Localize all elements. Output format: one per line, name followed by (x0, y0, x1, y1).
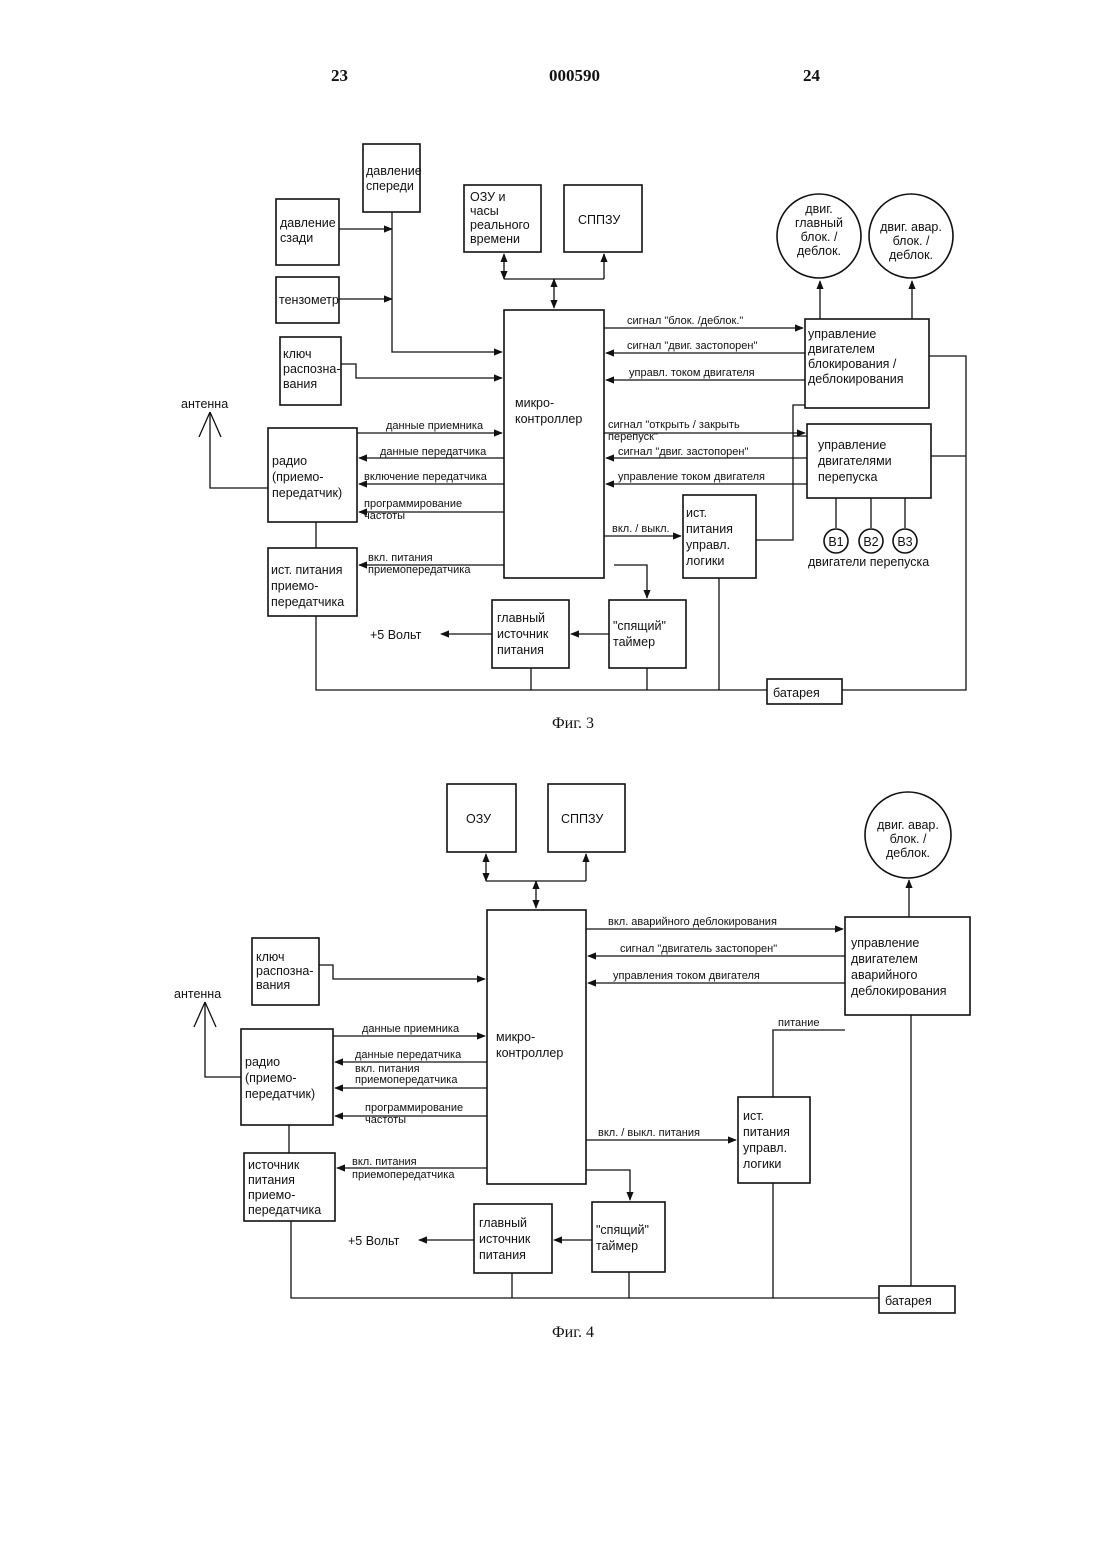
bypass-motor-b3: B3 (893, 529, 917, 553)
svg-text:B1: B1 (828, 535, 843, 549)
figure-3-caption: Фиг. 3 (552, 715, 594, 732)
svg-text:давлениеспереди: давлениеспереди (366, 164, 422, 193)
ram-clock-box: ОЗУ ичасыреальноговремени (464, 185, 541, 252)
signal-transceiver-power: вкл. питанияприемопередатчика (368, 552, 471, 576)
signal-freq-programming: программированиечастоты (364, 498, 462, 522)
recognition-key: ключраспозна-вания (252, 938, 319, 1005)
signal-motor-current: управл. током двигателя (629, 367, 755, 379)
signal-motor-stalled-2: сигнал "двиг. застопорен" (618, 446, 748, 458)
microcontroller: микро-контроллер (504, 310, 604, 578)
battery: батарея (767, 679, 842, 704)
signal-emergency-unlock: вкл. аварийного деблокирования (608, 916, 777, 928)
bypass-motor-b1: B1 (824, 529, 848, 553)
signal-rx-data: данные приемника (362, 1023, 460, 1035)
bypass-motor-control: управлениедвигателямиперепуска (807, 424, 931, 498)
radio-transceiver: радио(приемо-передатчик) (268, 428, 357, 522)
emergency-motor-circle: двиг. авар.блок. /деблок. (869, 194, 953, 278)
svg-text:СППЗУ: СППЗУ (578, 213, 620, 227)
transceiver-power-supply: ист. питанияприемо-передатчика (268, 548, 357, 616)
svg-text:СППЗУ: СППЗУ (561, 812, 603, 826)
svg-text:тензометр: тензометр (279, 293, 339, 307)
strain-gauge: тензометр (276, 277, 339, 323)
svg-text:батарея: батарея (773, 686, 820, 700)
signal-lock-unlock: сигнал "блок. /деблок." (627, 315, 743, 327)
antenna-icon (194, 1002, 241, 1077)
bypass-motor-b2: B2 (859, 529, 883, 553)
svg-text:батарея: батарея (885, 1294, 932, 1308)
signal-motor-current-2: управление током двигателя (618, 471, 765, 483)
battery: батарея (879, 1286, 955, 1313)
rear-pressure-sensor: давлениесзади (276, 199, 339, 265)
microcontroller: микро-контроллер (487, 910, 586, 1184)
svg-text:главныйисточникпитания: главныйисточникпитания (497, 611, 549, 657)
svg-text:B2: B2 (863, 535, 878, 549)
lock-motor-control: управлениедвигателемблокирования /деблок… (805, 319, 929, 408)
plus-5-volt-label: +5 Вольт (370, 628, 422, 642)
emergency-motor-circle: двиг. авар.блок. /деблок. (865, 792, 951, 878)
svg-text:B3: B3 (897, 535, 912, 549)
signal-rx-data: данные приемника (386, 420, 484, 432)
eeprom-box: СППЗУ (564, 185, 642, 252)
main-power-supply: главныйисточникпитания (492, 600, 569, 668)
logic-power-supply: ист.питанияуправл.логики (683, 495, 756, 578)
signal-tx-data: данные передатчика (355, 1049, 462, 1061)
signal-tx-enable: включение передатчика (364, 471, 488, 483)
antenna-icon (199, 412, 268, 488)
radio-transceiver: радио(приемо-передатчик) (241, 1029, 333, 1125)
sleep-timer: "спящий"таймер (609, 600, 686, 668)
logic-power-supply: ист.питанияуправл.логики (738, 1097, 810, 1183)
signal-power-onoff: вкл. / выкл. питания (598, 1127, 700, 1139)
main-motor-circle: двиг.главныйблок. /деблок. (777, 194, 861, 278)
bypass-motors-label: двигатели перепуска (808, 555, 929, 569)
sleep-timer: "спящий"таймер (592, 1202, 665, 1272)
emergency-unlock-control: управлениедвигателемаварийногодеблокиров… (845, 917, 970, 1015)
antenna-label: антенна (174, 987, 221, 1001)
front-pressure-sensor: давлениеспереди (363, 144, 422, 212)
signal-open-close-bypass: сигнал "открыть / закрытьперепуск" (608, 419, 740, 443)
svg-text:главныйисточникпитания: главныйисточникпитания (479, 1216, 531, 1262)
antenna-label: антенна (181, 397, 228, 411)
eeprom-box: СППЗУ (548, 784, 625, 852)
signal-transceiver-power-2: вкл. питанияприемопередатчика (352, 1156, 455, 1181)
signal-tx-data: данные передатчика (380, 446, 487, 458)
power-label: питание (778, 1017, 819, 1029)
signal-power-onoff: вкл. / выкл. (612, 523, 670, 535)
plus-5-volt-label: +5 Вольт (348, 1234, 400, 1248)
signal-transceiver-power: вкл. питанияприемопередатчика (355, 1063, 458, 1086)
figure-3: давлениеспереди давлениесзади тензометр … (181, 144, 966, 732)
signal-freq-programming: программированиечастоты (365, 1102, 463, 1126)
figure-4-caption: Фиг. 4 (552, 1324, 594, 1341)
signal-motor-stalled: сигнал "двигатель застопорен" (620, 943, 777, 955)
ram-box: ОЗУ (447, 784, 516, 852)
figure-4: ОЗУ СППЗУ двиг. авар.блок. /деблок. ключ… (174, 784, 970, 1341)
signal-motor-current: управления током двигателя (613, 970, 760, 982)
transceiver-power-supply: источникпитанияприемо-передатчика (244, 1153, 335, 1221)
signal-motor-stalled: сигнал "двиг. застопорен" (627, 340, 757, 352)
recognition-key: ключраспозна-вания (280, 337, 341, 405)
svg-text:ОЗУ: ОЗУ (466, 812, 491, 826)
main-power-supply: главныйисточникпитания (474, 1204, 552, 1273)
